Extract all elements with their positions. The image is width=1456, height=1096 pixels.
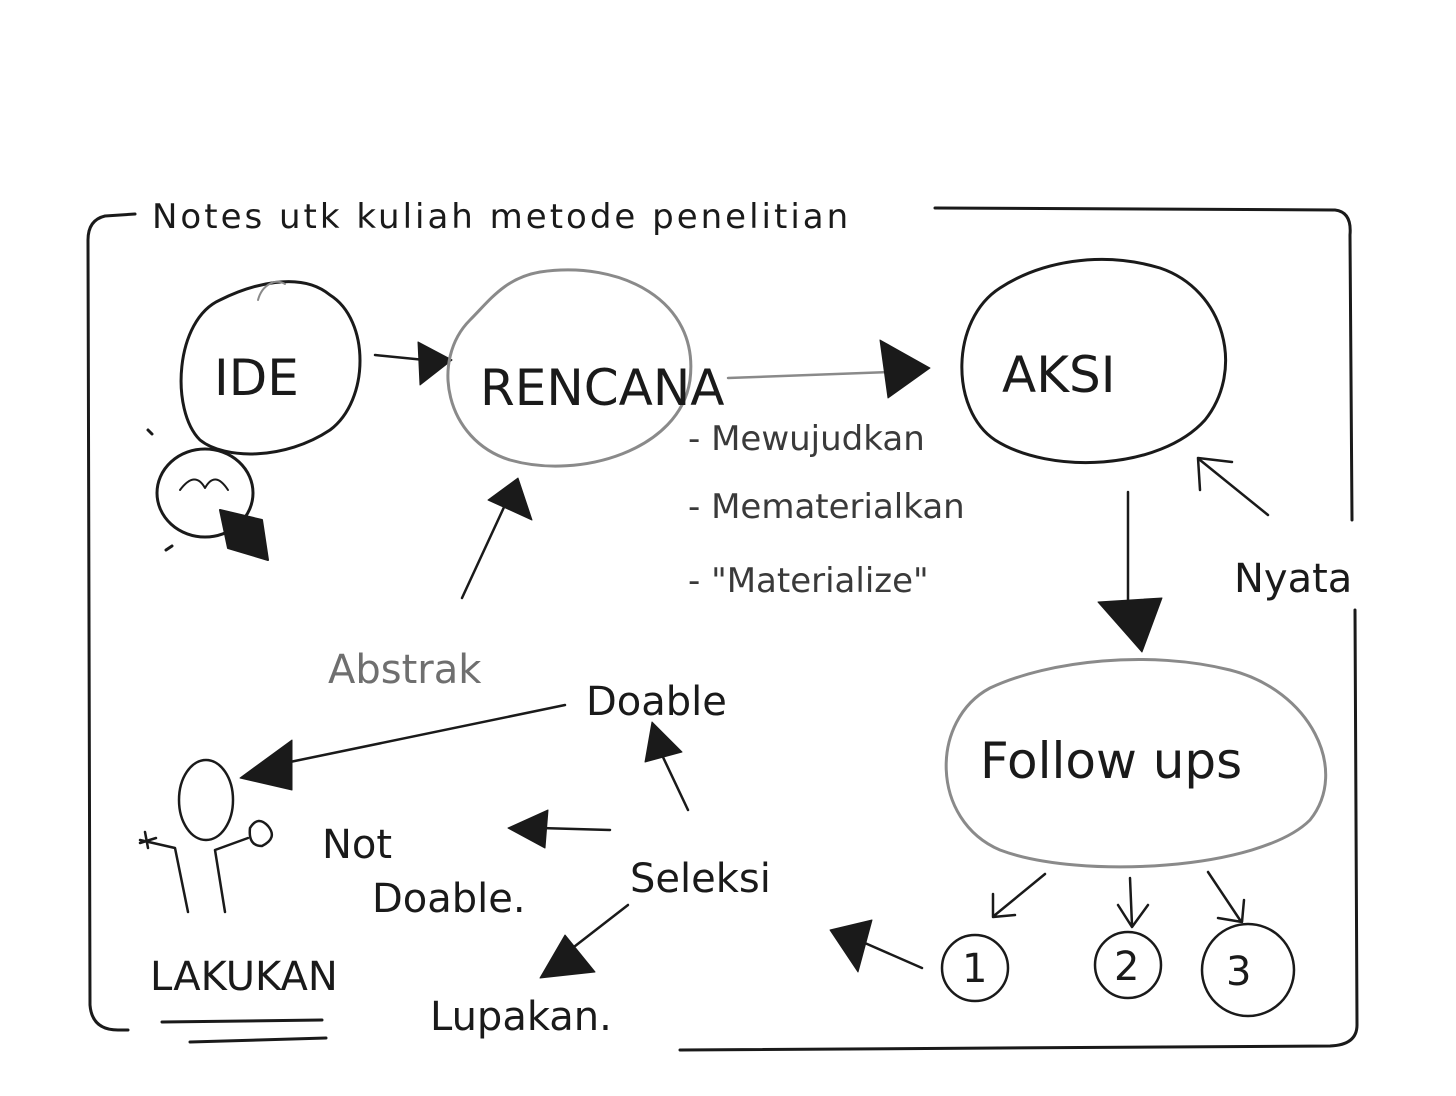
node-rencana-label: RENCANA xyxy=(480,359,724,417)
idea-spark-1 xyxy=(146,428,154,436)
followup-number-1: 1 xyxy=(962,946,987,992)
figure-hand-left xyxy=(138,830,158,850)
idea-bulb-highlight xyxy=(257,280,286,301)
node-aksi-label: AKSI xyxy=(1002,346,1115,404)
arrow-abstrak-to-rencana xyxy=(460,503,507,600)
arrow-seleksi-to-doable xyxy=(660,753,690,812)
arrow-seleksi-to-notdoable xyxy=(538,826,612,832)
idea-bulb-base xyxy=(155,447,255,539)
followup-circle-1 xyxy=(940,933,1010,1003)
arrow-seleksi-to-lupakan xyxy=(568,903,630,952)
followup-circle-3 xyxy=(1200,922,1296,1018)
label-abstrak: Abstrak xyxy=(328,647,482,693)
arrow-nyata-to-aksi-head xyxy=(1196,456,1234,492)
note-mewujudkan: - Mewujudkan xyxy=(688,419,925,459)
arrow-seleksi-to-lupakan-head xyxy=(539,934,596,979)
label-not-doable-2: Doable. xyxy=(372,876,526,922)
label-not-doable-1: Not xyxy=(322,822,392,868)
idea-bulb-filament xyxy=(179,478,229,491)
idea-bulb-screw xyxy=(219,509,269,561)
arrow-followups-to-2 xyxy=(1116,876,1150,929)
label-seleksi: Seleksi xyxy=(630,856,771,902)
figure-body xyxy=(138,836,250,914)
lakukan-underline xyxy=(160,1018,328,1044)
node-followups-label: Follow ups xyxy=(980,732,1242,790)
label-doable: Doable xyxy=(586,679,727,725)
node-rencana-circle xyxy=(446,268,693,468)
arrow-1-to-seleksi xyxy=(856,938,924,970)
figure-hand-right xyxy=(248,819,274,848)
arrow-followups-to-3 xyxy=(1206,870,1246,924)
arrow-nyata-to-aksi xyxy=(1198,458,1270,517)
node-ide-label: IDE xyxy=(214,349,299,407)
label-lupakan: Lupakan. xyxy=(430,994,612,1040)
label-nyata: Nyata xyxy=(1234,556,1352,602)
node-aksi-circle xyxy=(960,257,1228,465)
arrow-doable-to-lakukan xyxy=(288,703,567,764)
arrow-seleksi-to-notdoable-head xyxy=(507,809,549,849)
note-mematerialkan: - Mematerialkan xyxy=(688,487,965,527)
arrow-abstrak-to-rencana-head xyxy=(487,477,533,521)
figure-head xyxy=(177,758,235,842)
followup-number-2: 2 xyxy=(1114,944,1139,990)
arrow-ide-to-rencana xyxy=(373,353,427,362)
followup-circle-2 xyxy=(1093,930,1163,1000)
idea-spark-2 xyxy=(164,544,174,552)
arrow-rencana-to-aksi xyxy=(726,370,892,380)
node-followups-circle xyxy=(944,658,1328,869)
arrow-followups-to-1 xyxy=(991,872,1047,919)
label-lakukan: LAKUKAN xyxy=(150,954,338,1000)
arrow-rencana-to-aksi-head xyxy=(879,339,931,399)
note-materialize: - "Materialize" xyxy=(688,561,929,601)
idea-bulb-outline xyxy=(179,280,362,456)
arrow-seleksi-to-doable-head xyxy=(644,721,683,763)
page-title: Notes utk kuliah metode penelitian xyxy=(152,197,851,237)
arrow-1-to-seleksi-head xyxy=(829,919,873,973)
arrow-aksi-to-followups-head xyxy=(1097,597,1163,653)
arrow-doable-to-lakukan-head xyxy=(239,739,293,791)
arrow-ide-to-rencana-head xyxy=(417,341,453,386)
followup-number-3: 3 xyxy=(1226,949,1251,995)
frame-border xyxy=(86,206,1359,1052)
